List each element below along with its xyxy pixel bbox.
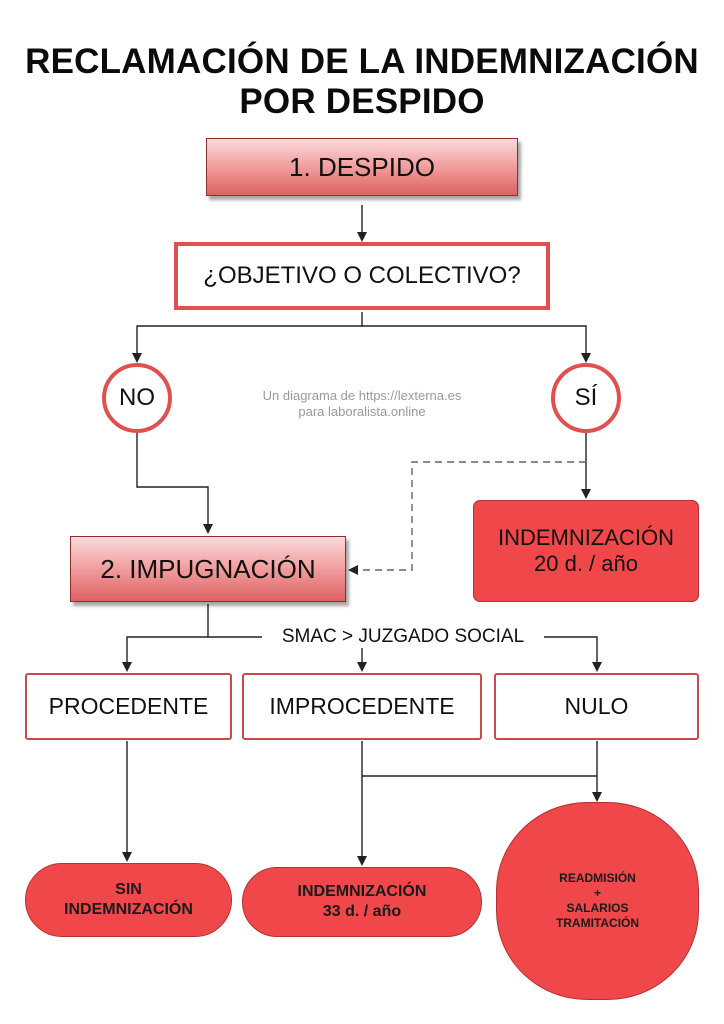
node-question-label: ¿OBJETIVO O COLECTIVO? — [203, 262, 521, 289]
node-procedente-label: PROCEDENTE — [48, 693, 209, 719]
watermark-line-2: para laboralista.online — [298, 404, 426, 419]
readm-line-1: READMISIÓN — [559, 871, 636, 885]
node-no-label: NO — [119, 384, 155, 411]
node-no: NO — [102, 363, 172, 433]
edge-branch-si — [362, 325, 591, 363]
readm-line-2: + — [593, 886, 601, 900]
edge-no-impugnacion — [136, 430, 213, 534]
node-sin-indemnizacion: SIN INDEMNIZACIÓN — [25, 863, 232, 937]
node-despido-label: 1. DESPIDO — [289, 151, 435, 182]
node-nulo-label: NULO — [564, 693, 629, 719]
sin-line-1: SIN — [115, 881, 142, 898]
indem33-line-2: 33 d. / año — [322, 903, 402, 920]
node-nulo: NULO — [494, 673, 699, 740]
edge-impugnacion-split — [207, 604, 265, 638]
node-improcedente-label: IMPROCEDENTE — [269, 693, 455, 719]
edge-question-branch — [132, 312, 363, 363]
readm-line-3: SALARIOS — [566, 901, 629, 915]
edge-si-impugnacion-dashed — [348, 461, 586, 575]
node-impugnacion: 2. IMPUGNACIÓN — [70, 536, 346, 602]
edge-label-smac: SMAC > JUZGADO SOCIAL — [262, 626, 544, 648]
node-si-label: SÍ — [574, 384, 598, 411]
node-impugnacion-label: 2. IMPUGNACIÓN — [100, 553, 316, 584]
node-procedente: PROCEDENTE — [25, 673, 232, 740]
indem33-line-1: INDEMNIZACIÓN — [297, 883, 427, 900]
indem20-line-1: INDEMNIZACIÓN — [498, 525, 674, 550]
node-readmision: READMISIÓN + SALARIOS TRAMITACIÓN — [496, 802, 699, 1000]
edge-split-procedente — [122, 636, 208, 672]
watermark-line-1: Un diagrama de https://lexterna.es — [262, 388, 462, 403]
node-despido: 1. DESPIDO — [206, 138, 518, 196]
title-line-1: RECLAMACIÓN DE LA INDEMNIZACIÓN — [25, 42, 699, 81]
node-si: SÍ — [551, 363, 621, 433]
indem20-line-2: 20 d. / año — [534, 551, 638, 576]
node-question: ¿OBJETIVO O COLECTIVO? — [174, 242, 550, 310]
node-indemnizacion-33: INDEMNIZACIÓN 33 d. / año — [242, 867, 482, 937]
sin-line-2: INDEMNIZACIÓN — [64, 901, 193, 918]
smac-label: SMAC > JUZGADO SOCIAL — [281, 626, 525, 647]
edge-split-nulo — [540, 636, 602, 672]
node-improcedente: IMPROCEDENTE — [242, 673, 482, 740]
diagram-title: RECLAMACIÓN DE LA INDEMNIZACIÓN POR DESP… — [0, 42, 724, 122]
node-indemnizacion-20: INDEMNIZACIÓN 20 d. / año — [473, 500, 699, 602]
readm-line-4: TRAMITACIÓN — [555, 916, 640, 930]
watermark: Un diagrama de https://lexterna.es para … — [230, 388, 494, 420]
title-line-2: POR DESPIDO — [239, 82, 485, 121]
